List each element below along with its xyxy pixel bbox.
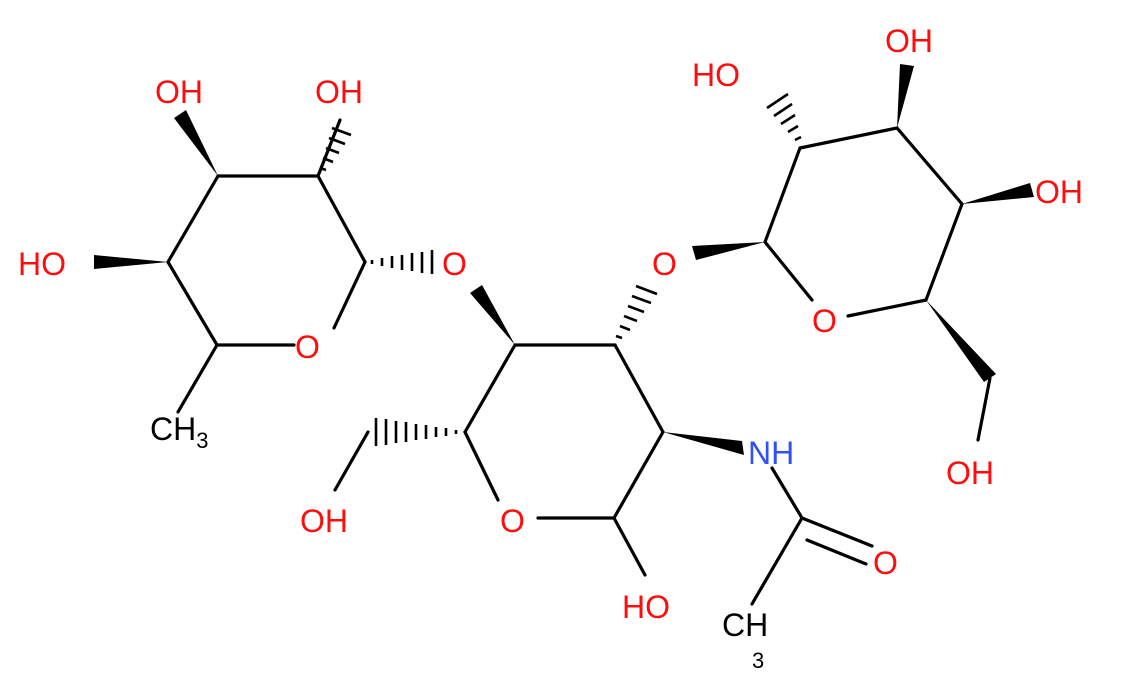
bond-gal-c1-c2 xyxy=(763,146,802,244)
wedge-gal-c5-ch2 xyxy=(926,300,996,382)
acetyl-oxygen-label: O xyxy=(873,545,898,581)
fuc-ch3-label: CH3 xyxy=(150,411,208,453)
hash-glc-c5-ch2 xyxy=(374,418,458,446)
bond-glc-o-c5 xyxy=(463,430,500,502)
single-bonds xyxy=(166,118,992,606)
fuc-oh-4-label: HO xyxy=(18,246,66,282)
bond-carbonyl-o-b xyxy=(805,538,868,566)
bond-gal-c3-c4 xyxy=(895,126,964,206)
bond-gal-c2-c3 xyxy=(798,126,899,150)
wedge-gal-c4-oh xyxy=(962,183,1034,204)
wedge-bonds xyxy=(94,64,1034,455)
bond-fuc-c1-c2 xyxy=(316,174,367,264)
bond-gal-c5-o xyxy=(846,298,928,318)
bond-nh-carbonyl xyxy=(770,466,804,520)
glc-ch2oh-label: OH xyxy=(300,503,348,539)
wedge-fuc-c3-oh xyxy=(174,110,218,176)
gal-oh-4-label: OH xyxy=(1035,174,1083,210)
gal-oh-3-label: OH xyxy=(885,23,933,59)
glc-anomeric-oh-label: HO xyxy=(622,589,670,625)
fuc-ring-oxygen-label: O xyxy=(295,329,320,365)
hash-fuc-c2-oh xyxy=(319,126,352,172)
gal-ring-oxygen-label: O xyxy=(812,303,837,339)
bond-fuc-c3-c4 xyxy=(166,174,220,264)
hash-gal-c2-oh xyxy=(766,92,802,142)
bond-gal-ch2-oh xyxy=(976,376,992,442)
gal-ch2oh-label: OH xyxy=(946,455,994,491)
gal-oh-2-label: HO xyxy=(692,57,740,93)
bond-glc-ch2-oh xyxy=(333,430,370,492)
bond-glc-c5-c4 xyxy=(463,343,517,434)
bond-gal-c4-c5 xyxy=(924,202,964,302)
bond-fuc-o-c1 xyxy=(332,260,367,330)
glc-ring-oxygen-label: O xyxy=(500,503,525,539)
linking-oxygen-fucose-label: O xyxy=(442,246,467,282)
nh-label: NH xyxy=(748,435,794,471)
bond-gal-o-c1 xyxy=(763,240,814,302)
bond-carbonyl-ch3 xyxy=(750,516,804,606)
wedge-fuc-c4-oh xyxy=(94,255,168,269)
wedge-glc-c4-o xyxy=(470,285,515,345)
wedge-gal-c3-oh xyxy=(897,64,914,128)
bond-carbonyl-o-a xyxy=(800,516,874,548)
hash-bonds xyxy=(319,92,802,446)
bond-glc-c1-oh xyxy=(612,516,647,577)
fuc-oh-3-label: OH xyxy=(155,74,203,110)
hash-fuc-c1-o xyxy=(370,250,434,274)
bond-fuc-c4-c5 xyxy=(166,260,219,347)
bond-glc-c2-c1 xyxy=(612,430,665,520)
wedge-glc-c2-n xyxy=(663,432,744,455)
acetyl-ch3-label: CH xyxy=(722,607,768,643)
linking-oxygen-galactose-label: O xyxy=(652,246,677,282)
hash-glc-c3-o xyxy=(615,284,658,340)
wedge-gal-c1-o xyxy=(692,242,765,260)
bond-glc-c3-c2 xyxy=(613,343,665,434)
fuc-oh-2-label: OH xyxy=(315,74,363,110)
bond-fuc-c5-ch3 xyxy=(176,343,219,414)
atom-labels: OH OH HO O CH3 O O OH O HO NH O CH 3 HO … xyxy=(18,23,1083,673)
acetyl-ch3-subscript: 3 xyxy=(752,648,764,673)
